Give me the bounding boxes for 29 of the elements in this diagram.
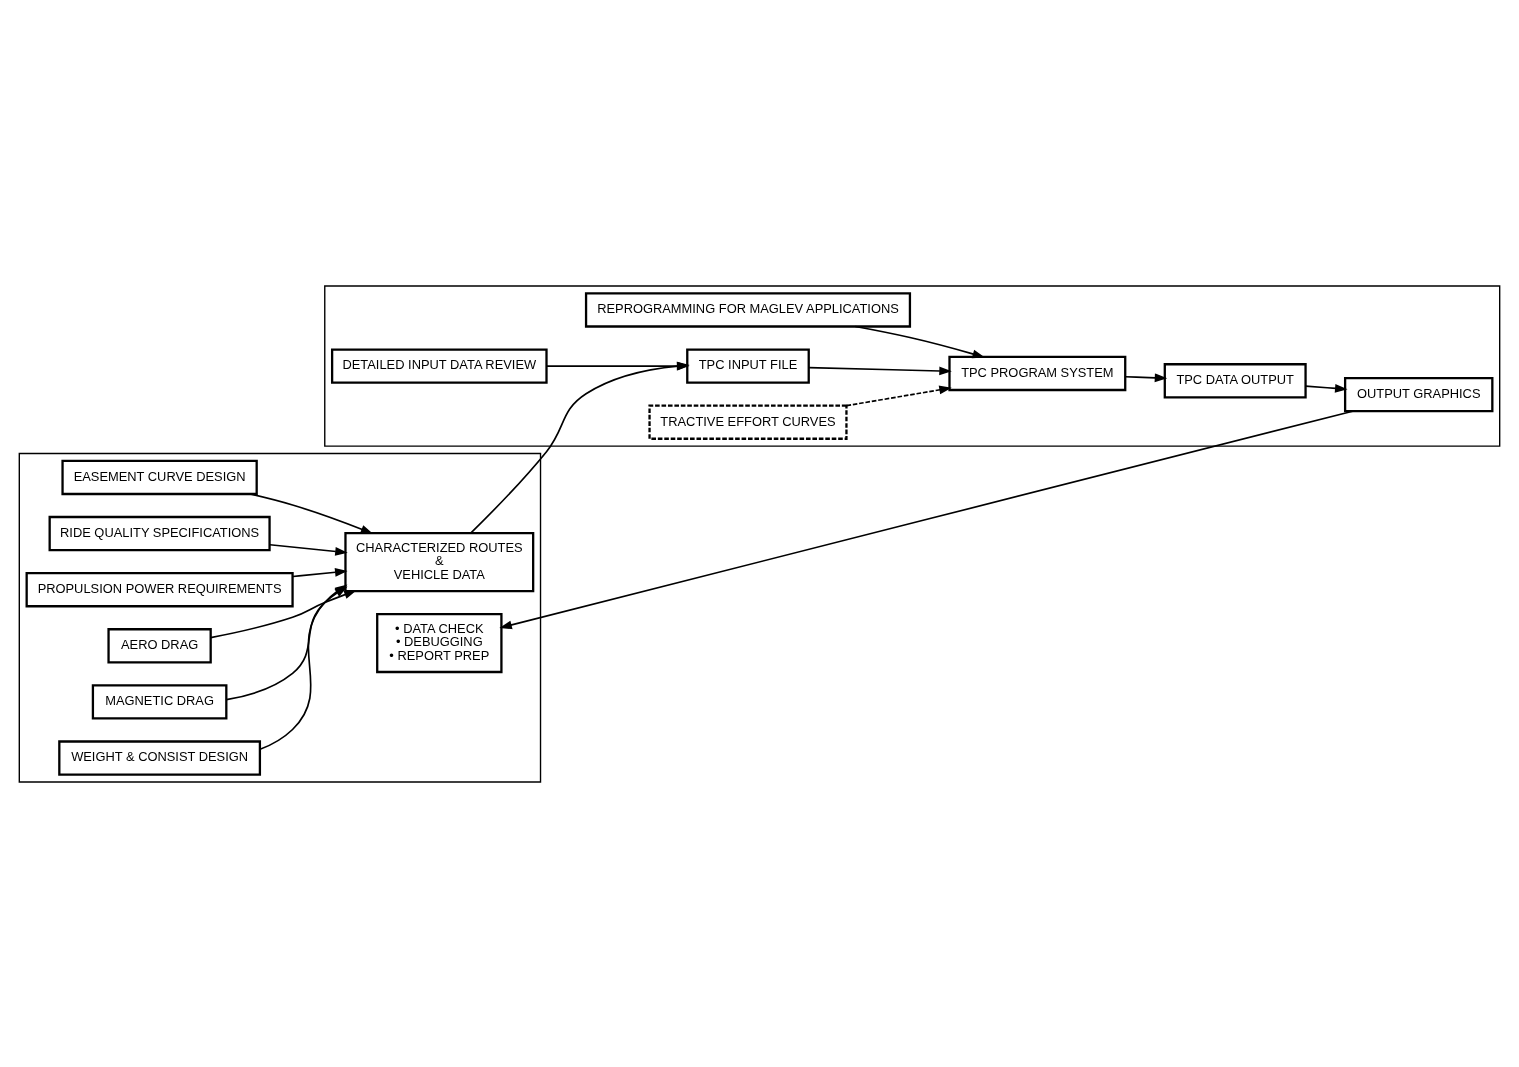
- arrow: [292, 567, 348, 577]
- node-box: MAGNETIC DRAG: [91, 683, 228, 720]
- node-box: • DATA CHECK • DEBUGGING • REPORT PREP: [376, 612, 503, 673]
- node-box: DETAILED INPUT DATA REVIEW: [331, 347, 548, 384]
- arrow: [854, 325, 985, 358]
- node-box: OUTPUT GRAPHICS: [1344, 376, 1494, 412]
- arrow: [249, 492, 374, 534]
- arrow: [808, 366, 952, 375]
- node-box: RIDE QUALITY SPECIFICATIONS: [48, 515, 271, 551]
- node-box: REPROGRAMMING FOR MAGLEV APPLICATIONS: [584, 291, 912, 328]
- node-box: TRACTIVE EFFORT CURVES: [648, 404, 848, 440]
- arrow: [499, 409, 1354, 629]
- arrow: [209, 589, 357, 638]
- node-box: TPC PROGRAM SYSTEM: [948, 355, 1127, 391]
- node-box: CHARACTERIZED ROUTES & VEHICLE DATA: [344, 531, 535, 592]
- arrow: [470, 361, 690, 534]
- arrow: [545, 361, 690, 370]
- arrow: [1124, 372, 1168, 382]
- node-box: AERO DRAG: [107, 627, 212, 663]
- node-box: EASEMENT CURVE DESIGN: [61, 459, 258, 495]
- node-box: TPC DATA OUTPUT: [1163, 362, 1307, 398]
- node-box: TPC INPUT FILE: [686, 347, 810, 384]
- cluster: [18, 452, 542, 783]
- node-box: PROPULSION POWER REQUIREMENTS: [25, 571, 294, 607]
- cluster: [324, 284, 1501, 447]
- node-box: WEIGHT & CONSIST DESIGN: [58, 739, 262, 776]
- arrow: [1304, 383, 1348, 393]
- arrow: [845, 385, 952, 406]
- arrow: [269, 543, 348, 556]
